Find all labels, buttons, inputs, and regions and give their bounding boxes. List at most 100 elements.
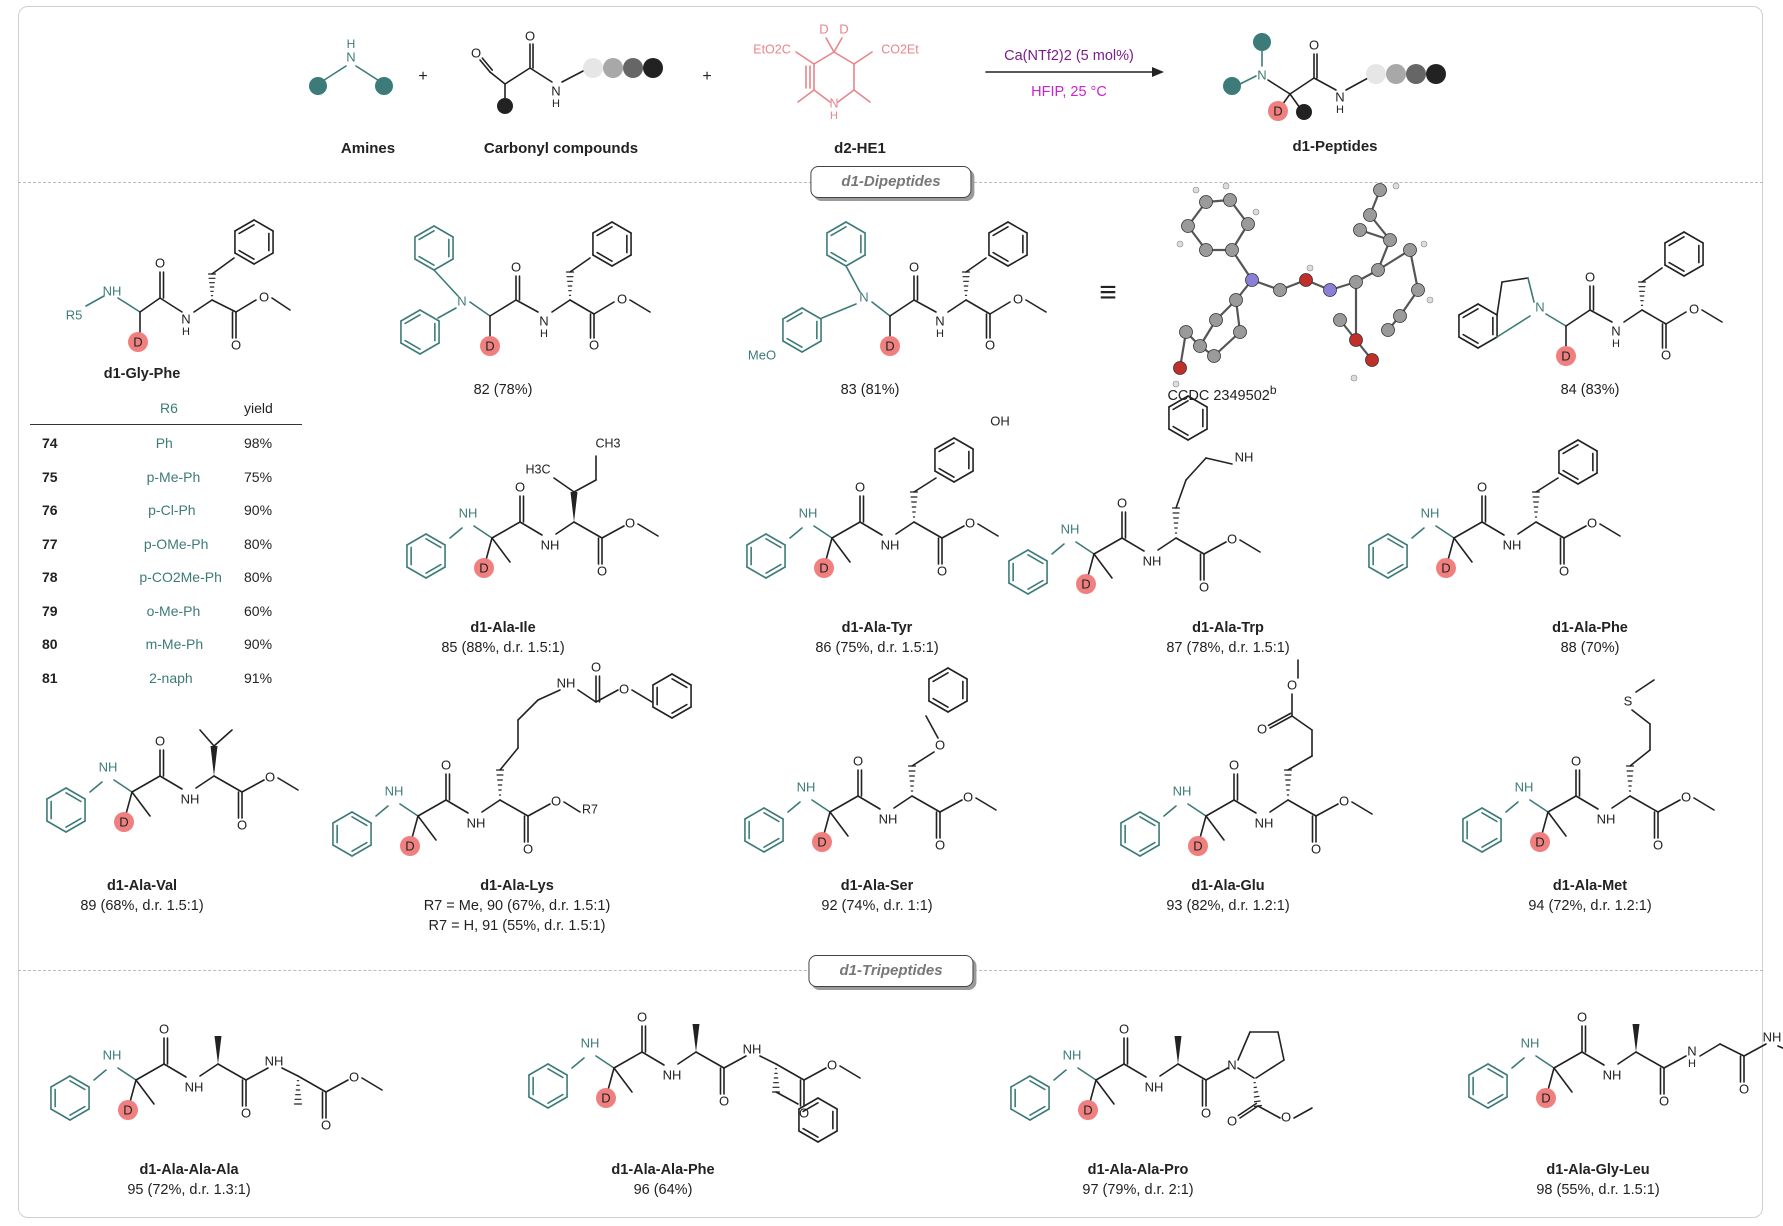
- bond: [1289, 77, 1315, 95]
- phenyl-ring-bond: [744, 840, 765, 853]
- o-label: O: [591, 659, 601, 674]
- compound-82: 82 (78%): [474, 380, 533, 400]
- bond: [519, 521, 543, 536]
- bond: [561, 69, 586, 83]
- nh-label: NH: [1503, 537, 1522, 552]
- bond: [1501, 277, 1529, 283]
- phenyl-ring-bond: [414, 225, 435, 238]
- bond: [199, 729, 215, 747]
- h-label: H: [182, 326, 190, 338]
- bond: [723, 1055, 747, 1069]
- phenyl-ring-bond: [332, 844, 353, 857]
- bond: [595, 1055, 615, 1069]
- phenyl-ring-bond: [1481, 807, 1502, 820]
- phenyl-ring-bond: [845, 221, 866, 234]
- h3c-label: H3C: [525, 462, 550, 476]
- xray-atom: [1393, 309, 1407, 323]
- bond: [641, 1051, 665, 1066]
- compound-result: 89 (68%, d.r. 1.5:1): [80, 898, 204, 914]
- nh-label: NH: [1063, 1047, 1082, 1062]
- deuterium-label: D: [119, 814, 128, 829]
- bond: [1051, 543, 1065, 555]
- xray-hydrogen: [1392, 182, 1400, 190]
- bond: [829, 795, 859, 813]
- bond: [1496, 281, 1503, 316]
- bond: [853, 89, 871, 103]
- deuterium-marker: [128, 332, 148, 352]
- phenyl-ring-bond: [826, 254, 847, 267]
- bond: [1699, 1043, 1721, 1057]
- phenyl-ring-bond: [419, 309, 440, 322]
- xray-hydrogen: [1350, 374, 1358, 382]
- o-label: O: [1653, 837, 1663, 852]
- nh-label: NH: [181, 791, 200, 806]
- phenyl-ring-bond: [611, 221, 632, 234]
- ring-double-bond: [418, 255, 435, 266]
- table-cell-id: 76: [42, 502, 58, 518]
- bond: [1657, 799, 1681, 813]
- label-carbonyl: Carbonyl compounds: [483, 140, 639, 157]
- table-cell-yield: 80%: [244, 535, 273, 552]
- nh-label: NH: [1763, 1029, 1782, 1044]
- bond: [1629, 795, 1659, 813]
- compound-result: 94 (72%, d.r. 1.2:1): [1528, 898, 1652, 914]
- amine-n: N: [346, 49, 355, 64]
- phenyl-ring-bond: [69, 1108, 90, 1121]
- bond: [117, 1067, 137, 1081]
- phenyl-ring-bond: [611, 254, 632, 267]
- h-label: H: [1688, 1058, 1696, 1070]
- table-cell-r: m-Me-Ph: [145, 636, 204, 652]
- bond: [613, 1051, 643, 1069]
- bond: [839, 1065, 861, 1079]
- o-label: O: [1013, 291, 1023, 306]
- bond: [857, 795, 881, 810]
- equivalence-symbol: ≡: [1099, 276, 1117, 309]
- n-label: N: [457, 293, 466, 308]
- bond: [947, 299, 967, 313]
- amine-ball: [375, 77, 393, 95]
- indole-ring-bond: [1187, 428, 1208, 441]
- o-label: O: [853, 753, 863, 768]
- phenyl-ring-bond: [1120, 844, 1141, 857]
- ring-double-bond: [1027, 579, 1044, 590]
- compound-name: d1-Ala-Trp: [1192, 620, 1264, 636]
- bond: [775, 1063, 805, 1081]
- table-cell-r: Ph: [155, 435, 173, 451]
- ring-double-bond: [69, 1080, 86, 1091]
- o-label: O: [321, 1117, 331, 1132]
- bond: [1527, 277, 1535, 303]
- bond: [1517, 521, 1537, 535]
- o-label: O: [231, 337, 241, 352]
- bond: [975, 797, 997, 811]
- phenyl-ring-bond: [69, 1075, 90, 1088]
- bond: [1093, 537, 1123, 555]
- phenyl-ring-bond: [234, 252, 255, 265]
- compound-result: 92 (74%, d.r. 1:1): [821, 898, 933, 914]
- xray-hydrogen: [1420, 240, 1428, 248]
- ring-double-bond: [418, 230, 435, 241]
- bond: [211, 257, 235, 275]
- phenyl-ring-bond: [425, 533, 446, 546]
- bond: [515, 299, 539, 313]
- compound-name: d1-Ala-Lys: [480, 878, 554, 894]
- compound-result-2: R7 = H, 91 (55%, d.r. 1.5:1): [428, 918, 606, 934]
- bond: [491, 537, 511, 563]
- bond: [965, 299, 991, 315]
- ring-double-bond: [938, 442, 955, 453]
- bond: [569, 257, 591, 273]
- bond: [1453, 537, 1473, 563]
- bond: [481, 799, 501, 813]
- compound-result: 84 (83%): [1560, 382, 1620, 398]
- deuterium-label: D: [817, 834, 826, 849]
- he-ester-right: CO2Et: [881, 42, 919, 56]
- bond: [895, 521, 915, 535]
- deuterium-label: D: [1193, 838, 1202, 853]
- he-d: D: [819, 21, 828, 36]
